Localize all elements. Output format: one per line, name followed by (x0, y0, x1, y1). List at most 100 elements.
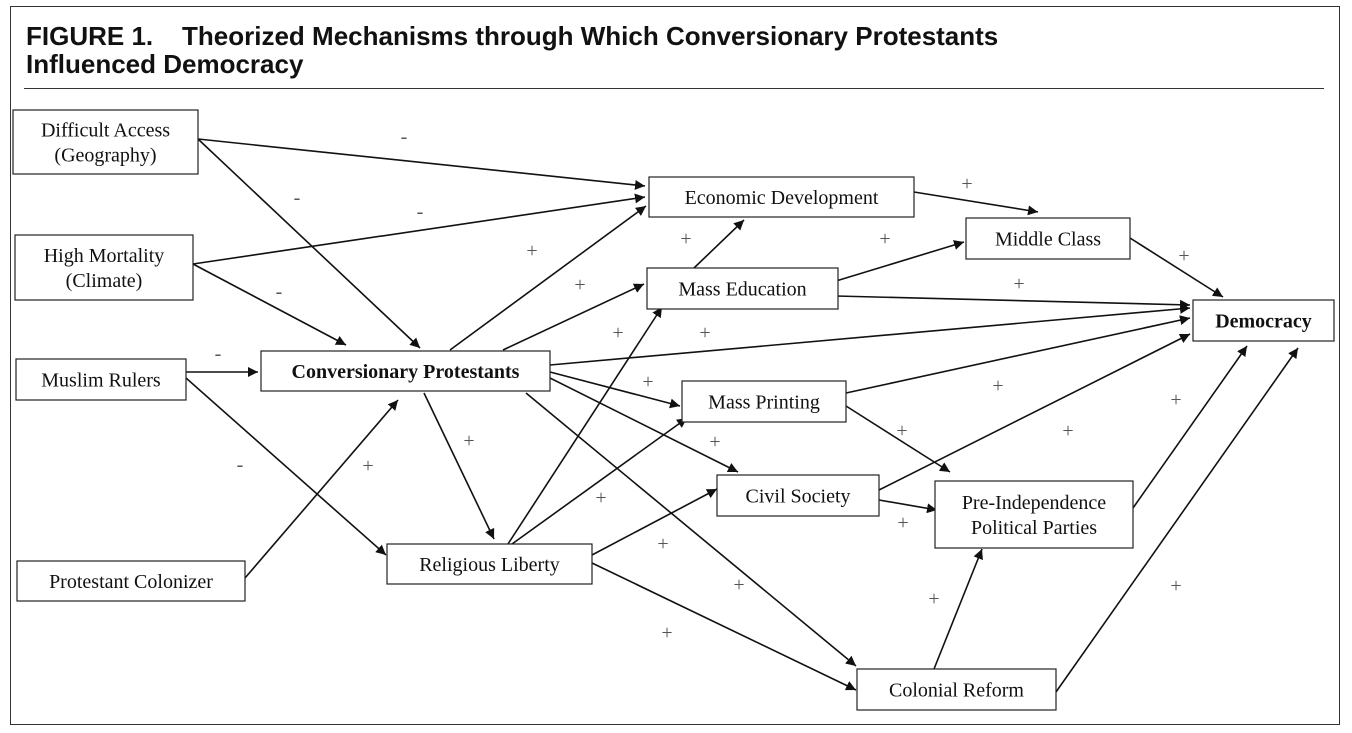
edge-sign-conversionary-protestants-to-mass-printing: + (642, 371, 653, 393)
edge-sign-colonial-reform-to-democracy: + (1170, 575, 1181, 597)
node-economic-development: Economic Development (648, 176, 915, 218)
edge-middle-class-to-democracy (1129, 237, 1224, 298)
edge-sign-religious-liberty-to-colonial-reform: + (661, 622, 672, 644)
edge-conversionary-protestants-to-civil-society (549, 377, 739, 473)
node-box-protestant-colonizer (16, 560, 246, 602)
edge-conversionary-protestants-to-colonial-reform (525, 392, 857, 667)
node-label-mass-education-line-0: Mass Education (678, 279, 806, 301)
node-difficult-access: Difficult Access(Geography) (12, 109, 199, 175)
edge-high-mortality-to-economic-development (192, 193, 646, 265)
node-label-difficult-access-line-1: (Geography) (54, 145, 156, 167)
edge-civil-society-to-democracy (878, 333, 1191, 491)
node-box-conversionary-protestants (260, 350, 551, 392)
edge-religious-liberty-to-mass-printing (511, 417, 688, 545)
node-democracy: Democracy (1192, 299, 1335, 342)
edge-sign-religious-liberty-to-mass-printing: + (595, 487, 606, 509)
node-label-conversionary-protestants-line-0: Conversionary Protestants (292, 361, 520, 383)
node-box-middle-class (965, 217, 1131, 260)
node-box-difficult-access (12, 109, 199, 175)
edge-muslim-rulers-to-religious-liberty (185, 377, 387, 556)
edge-sign-high-mortality-to-conversionary-protestants: - (276, 281, 283, 303)
edge-difficult-access-to-economic-development (197, 138, 646, 190)
node-mass-printing: Mass Printing (681, 380, 847, 423)
edge-sign-mass-education-to-democracy: + (699, 322, 710, 344)
edge-sign-conversionary-protestants-to-democracy: + (1013, 273, 1024, 295)
edge-sign-colonial-reform-to-pre-independence-political-parties: + (928, 588, 939, 610)
figure-title-line-2: Influenced Democracy (26, 49, 304, 79)
edge-religious-liberty-to-colonial-reform (591, 562, 857, 691)
edge-sign-civil-society-to-democracy: + (1062, 420, 1073, 442)
title-rule (24, 88, 1324, 89)
edge-religious-liberty-to-civil-society (591, 488, 718, 556)
edge-sign-muslim-rulers-to-religious-liberty: - (237, 454, 244, 476)
edge-sign-mass-education-to-middle-class: + (879, 228, 890, 250)
node-label-pre-independence-political-parties-line-1: Political Parties (971, 517, 1097, 539)
edge-conversionary-protestants-to-economic-development (449, 205, 647, 351)
node-protestant-colonizer: Protestant Colonizer (16, 560, 246, 602)
edge-sign-mass-printing-to-pre-independence-political-parties: + (896, 420, 907, 442)
edge-economic-development-to-middle-class (913, 191, 1039, 216)
figure-title-line-1: FIGURE 1. Theorized Mechanisms through W… (26, 21, 999, 51)
edge-sign-mass-printing-to-democracy: + (992, 375, 1003, 397)
node-middle-class: Middle Class (965, 217, 1131, 260)
edge-sign-economic-development-to-middle-class: + (961, 173, 972, 195)
node-label-economic-development-line-0: Economic Development (685, 187, 879, 209)
edge-sign-conversionary-protestants-to-religious-liberty: + (463, 430, 474, 452)
figure-frame (10, 6, 1340, 725)
node-box-mass-education (646, 267, 839, 310)
figure-title: FIGURE 1. Theorized Mechanisms through W… (26, 22, 998, 78)
node-mass-education: Mass Education (646, 267, 839, 310)
node-box-economic-development (648, 176, 915, 218)
nodes-layer: Difficult Access(Geography) High Mortalit… (12, 109, 1335, 711)
node-label-religious-liberty-line-0: Religious Liberty (419, 554, 560, 576)
node-civil-society: Civil Society (716, 474, 880, 517)
node-colonial-reform: Colonial Reform (856, 668, 1057, 711)
edge-sign-conversionary-protestants-to-colonial-reform: + (733, 574, 744, 596)
edge-conversionary-protestants-to-religious-liberty (423, 392, 495, 540)
edge-mass-education-to-middle-class (835, 240, 965, 282)
edge-sign-conversionary-protestants-to-economic-development: + (526, 240, 537, 262)
edge-mass-education-to-economic-development (693, 219, 745, 269)
node-box-civil-society (716, 474, 880, 517)
edge-colonial-reform-to-pre-independence-political-parties (933, 548, 983, 670)
edge-sign-protestant-colonizer-to-conversionary-protestants: + (362, 455, 373, 477)
node-box-mass-printing (681, 380, 847, 423)
edge-sign-difficult-access-to-economic-development: - (401, 126, 408, 148)
edge-colonial-reform-to-democracy (1055, 347, 1299, 693)
edge-sign-religious-liberty-to-mass-education: + (612, 322, 623, 344)
edge-sign-high-mortality-to-economic-development: - (417, 201, 424, 223)
edge-mass-printing-to-democracy (845, 315, 1191, 394)
edge-sign-conversionary-protestants-to-mass-education: + (574, 274, 585, 296)
node-label-high-mortality-line-1: (Climate) (66, 270, 143, 292)
node-label-colonial-reform-line-0: Colonial Reform (889, 680, 1024, 702)
signs-layer: ------++++++++++++++++++++++++ (215, 126, 1190, 644)
node-conversionary-protestants: Conversionary Protestants (260, 350, 551, 392)
edge-protestant-colonizer-to-conversionary-protestants (244, 399, 399, 579)
node-muslim-rulers: Muslim Rulers (15, 358, 187, 401)
edges-layer (185, 138, 1299, 693)
edge-pre-independence-political-parties-to-democracy (1132, 345, 1248, 509)
node-label-protestant-colonizer-line-0: Protestant Colonizer (49, 571, 213, 593)
edge-sign-pre-independence-political-parties-to-democracy: + (1170, 389, 1181, 411)
node-religious-liberty: Religious Liberty (386, 543, 593, 585)
edge-conversionary-protestants-to-democracy (549, 303, 1191, 366)
edge-sign-civil-society-to-pre-independence-political-parties: + (897, 512, 908, 534)
edge-sign-difficult-access-to-conversionary-protestants: - (294, 187, 301, 209)
node-label-civil-society-line-0: Civil Society (746, 486, 851, 508)
edge-conversionary-protestants-to-mass-printing (549, 371, 681, 409)
node-box-high-mortality (14, 234, 194, 301)
node-box-religious-liberty (386, 543, 593, 585)
edge-high-mortality-to-conversionary-protestants (192, 263, 347, 346)
node-box-democracy (1192, 299, 1335, 342)
node-box-pre-independence-political-parties (934, 480, 1134, 549)
node-label-democracy-line-0: Democracy (1215, 311, 1312, 333)
edge-difficult-access-to-conversionary-protestants (197, 138, 421, 349)
edge-conversionary-protestants-to-mass-education (502, 283, 645, 351)
edge-sign-religious-liberty-to-civil-society: + (657, 533, 668, 555)
node-label-muslim-rulers-line-0: Muslim Rulers (41, 370, 161, 392)
node-box-colonial-reform (856, 668, 1057, 711)
node-label-high-mortality-line-0: High Mortality (44, 245, 165, 267)
node-high-mortality: High Mortality (Climate) (14, 234, 194, 301)
